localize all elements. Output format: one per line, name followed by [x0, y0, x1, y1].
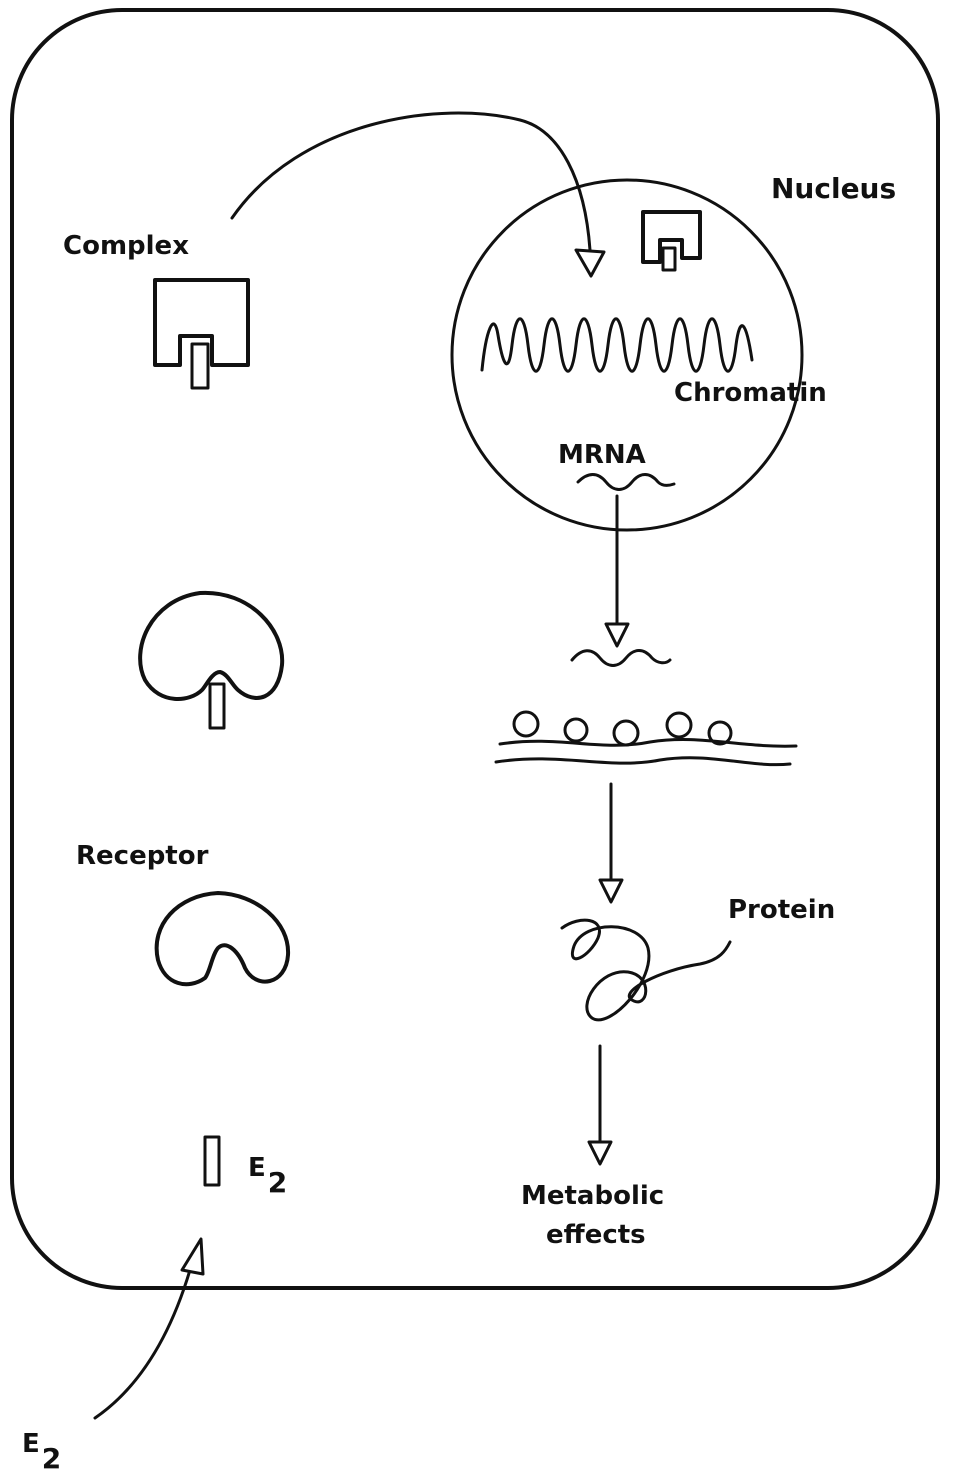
- mrna-export-arrowhead: [604, 622, 630, 648]
- complex-to-nucleus-arrowhead: [574, 248, 606, 278]
- effect-arrowhead: [587, 1140, 613, 1166]
- cytoplasm-mrna-squiggle: [570, 649, 672, 667]
- label-chromatin: Chromatin: [674, 378, 827, 408]
- label-e2-outside: E2: [22, 1429, 61, 1474]
- label-e2-inside: E2: [248, 1153, 287, 1199]
- ribosomes: [494, 710, 798, 767]
- cell-membrane: [10, 8, 940, 1290]
- label-metabolic: Metabolic: [521, 1181, 664, 1211]
- e2-entry-arrow: [93, 1268, 192, 1420]
- mrna-squiggle: [576, 473, 676, 491]
- receptor-shape: [154, 891, 291, 987]
- e2-entry-arrowhead: [180, 1237, 205, 1276]
- complex-shape: [153, 278, 250, 390]
- protein-squiggle: [560, 918, 732, 1022]
- label-mrna: MRNA: [558, 440, 646, 470]
- label-effects: effects: [546, 1220, 646, 1250]
- nucleus-complex-shape: [641, 210, 702, 272]
- label-nucleus: Nucleus: [771, 172, 896, 205]
- receptor-bound-shape: [138, 590, 285, 730]
- chromatin-coil: [480, 317, 754, 373]
- e2-inside-cell: [203, 1135, 221, 1187]
- label-protein: Protein: [728, 895, 835, 925]
- nucleus-circle: [450, 178, 804, 532]
- label-complex: Complex: [63, 231, 189, 261]
- translation-arrowhead: [598, 878, 624, 904]
- label-receptor: Receptor: [76, 841, 209, 871]
- complex-to-nucleus-arrow: [230, 111, 592, 252]
